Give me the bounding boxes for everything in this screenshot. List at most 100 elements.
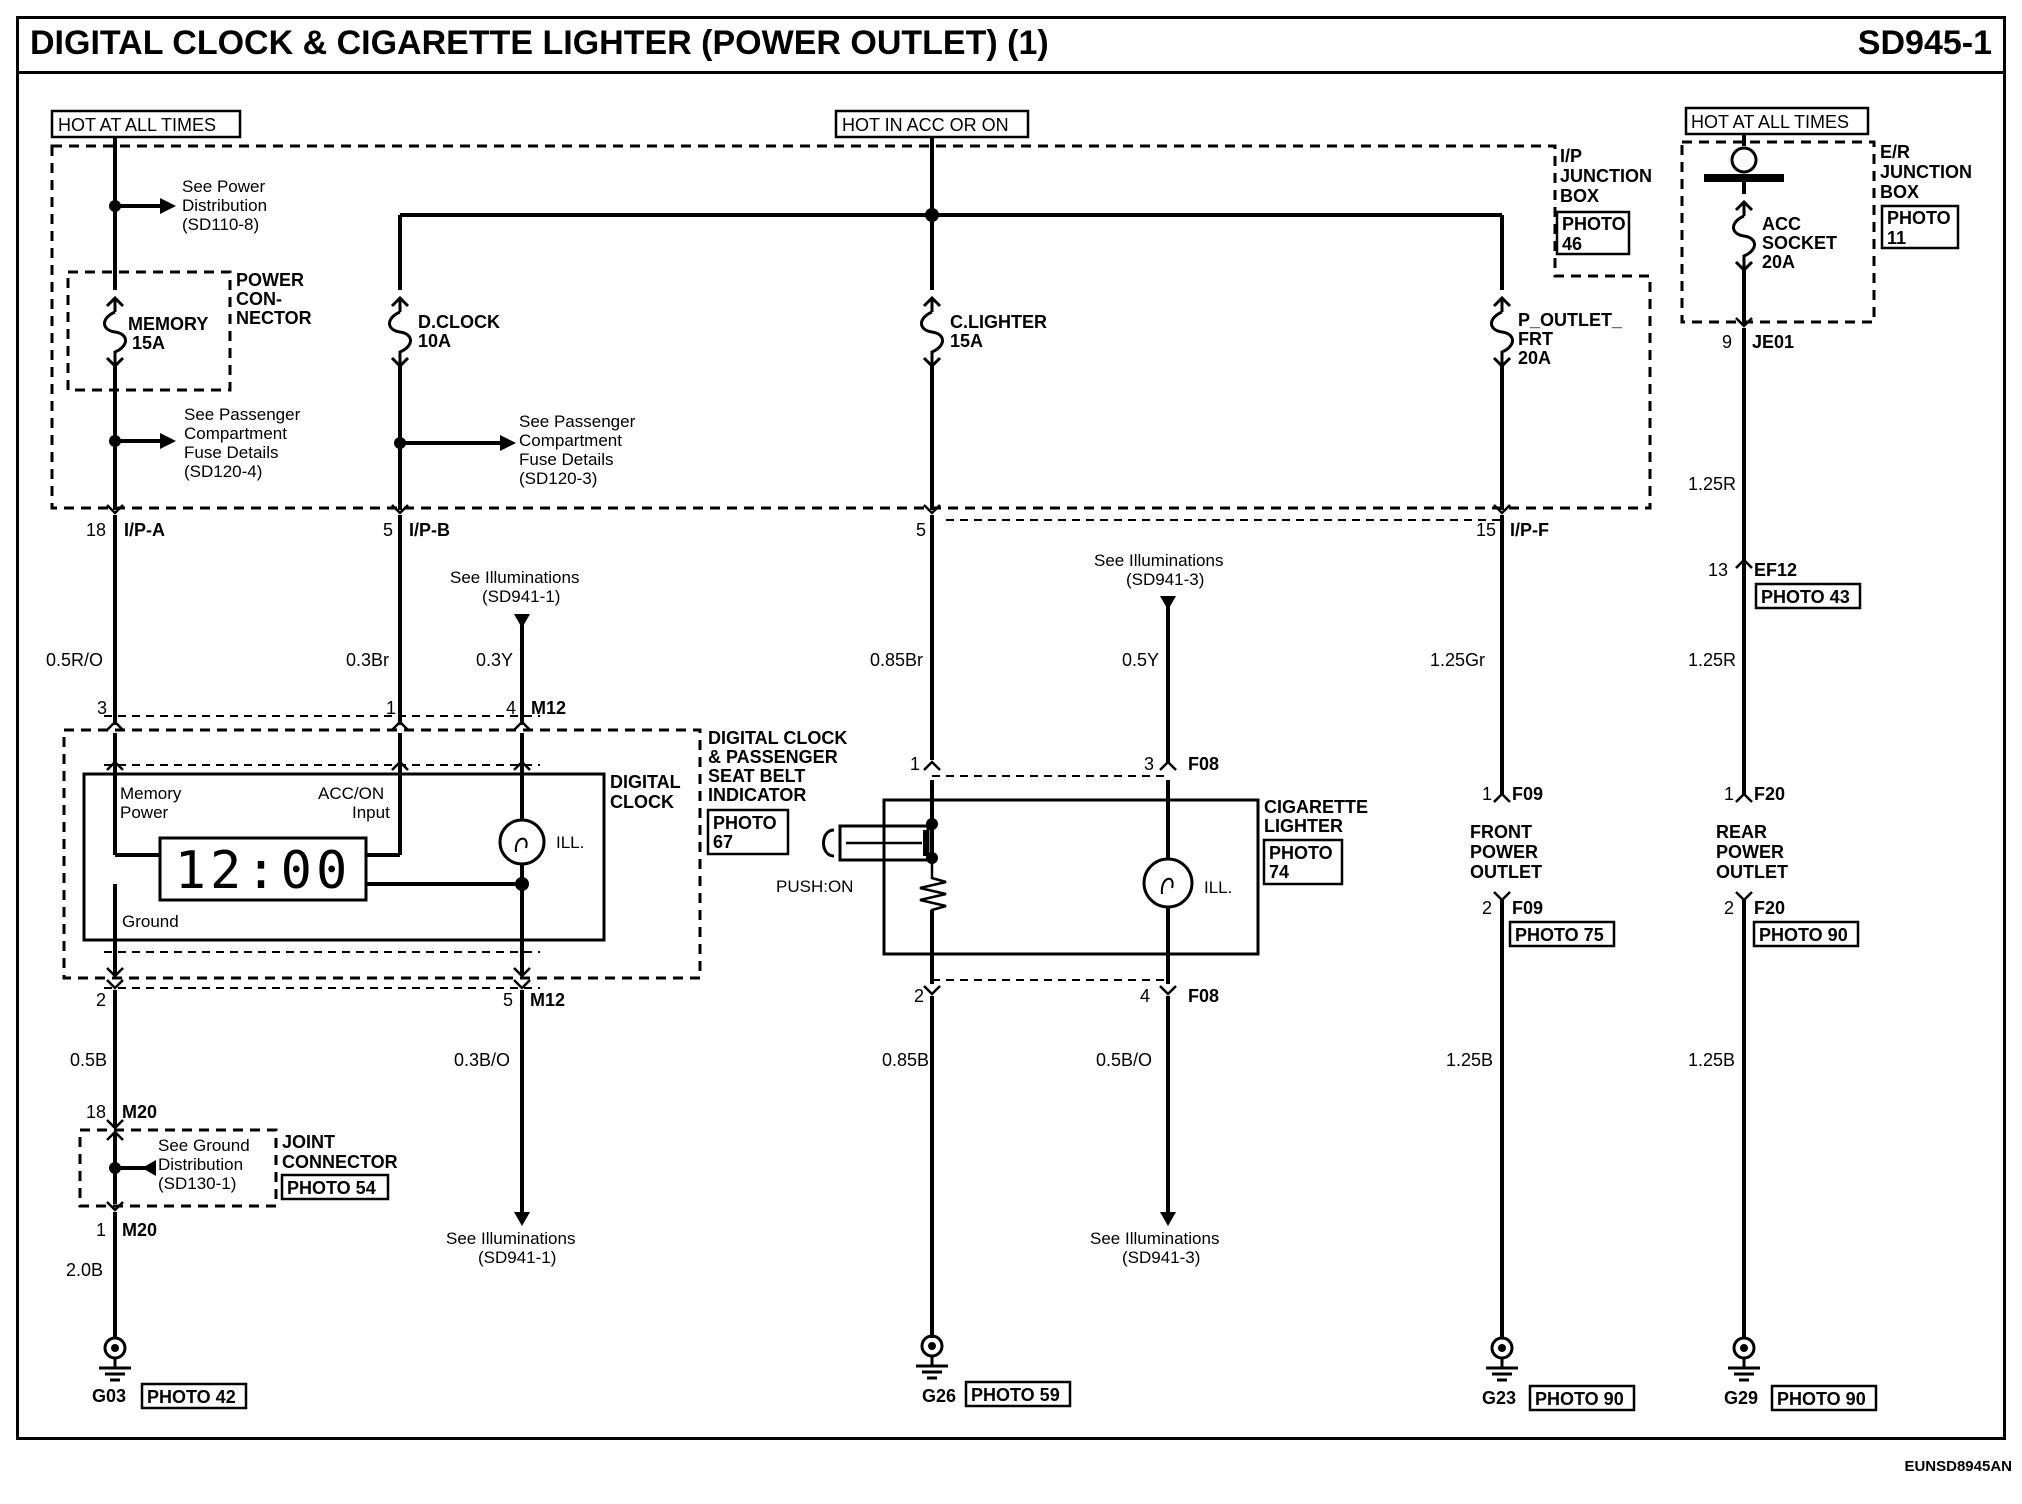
ground-icon [1726,1336,1762,1382]
connector-je01-label: JE01 [1752,332,1794,352]
svg-text:G03: G03 [92,1386,126,1406]
svg-text:G26: G26 [922,1386,956,1406]
svg-text:(SD120-3): (SD120-3) [519,469,597,488]
svg-text:See Ground: See Ground [158,1136,250,1155]
svg-text:POWER: POWER [236,270,304,290]
diagram-frame [16,16,2006,1440]
ref-illumination-3-bottom: See Illuminations (SD941-3) [1090,1229,1219,1267]
joint-connector-label: JOINT CONNECTOR PHOTO 54 [280,1132,398,1201]
svg-text:(SD941-3): (SD941-3) [1126,570,1204,589]
connector-f20-label: F20 [1754,784,1785,804]
svg-text:See Illuminations: See Illuminations [1090,1229,1219,1248]
svg-text:DIGITAL CLOCK: DIGITAL CLOCK [708,728,847,748]
ground-icon [97,1336,133,1382]
svg-text:LIGHTER: LIGHTER [1264,816,1343,836]
svg-text:Fuse Details: Fuse Details [519,450,613,469]
photo-75-box [1508,920,1616,948]
pin-label: 18 [86,1102,106,1122]
svg-text:CON-: CON- [236,289,282,309]
wire-label: 0.5Y [1122,650,1159,670]
page-code: SD945-1 [1857,24,1992,62]
pin-label: 4 [1140,986,1150,1006]
push-on-label: PUSH:ON [776,877,853,896]
photo-label: PHOTO 75 [1515,925,1604,945]
svg-text:NECTOR: NECTOR [236,308,312,328]
pin-label: 1 [386,698,396,718]
svg-text:Distribution: Distribution [182,196,267,215]
svg-text:(SD120-4): (SD120-4) [184,462,262,481]
svg-text:G29: G29 [1724,1388,1758,1408]
svg-text:(SD110-8): (SD110-8) [182,215,259,234]
svg-text:HOT IN ACC OR ON: HOT IN ACC OR ON [842,115,1009,135]
svg-text:REAR: REAR [1716,822,1767,842]
connector-ipa-label: I/P-A [124,520,165,540]
fuse-icon [103,296,127,368]
ip-junction-box-outline [50,144,1652,510]
battery-terminal-icon [1730,146,1758,174]
lighter-push-plunger-icon [822,824,930,862]
svg-text:JUNCTION: JUNCTION [1560,166,1652,186]
er-junction-box-outline [1680,140,1876,324]
svg-text:Distribution: Distribution [158,1155,243,1174]
pin-label: 2 [1482,898,1492,918]
connector-m20-label: M20 [122,1220,157,1240]
svg-text:HOT AT ALL TIMES: HOT AT ALL TIMES [1691,112,1849,132]
arrow-icon [142,1160,156,1176]
ground-g23: G23 PHOTO 90 [1482,1384,1636,1412]
clock-display-time: 12:00 [175,841,352,901]
svg-text:PHOTO: PHOTO [1887,208,1951,228]
fuse-poutlet-label: P_OUTLET_ FRT 20A [1518,310,1623,368]
wire-label: 0.3Y [476,650,513,670]
pin-label: 18 [86,520,106,540]
svg-text:See Illuminations: See Illuminations [446,1229,575,1248]
connector-m12-label: M12 [530,990,565,1010]
memory-power-label: Memory [120,784,182,803]
wire-label: 2.0B [66,1260,103,1280]
wire-label: 0.85B [882,1050,929,1070]
fuse-icon [388,296,412,368]
cigarette-lighter-label: CIGARETTE LIGHTER PHOTO 74 [1262,797,1368,886]
svg-text:P_OUTLET_: P_OUTLET_ [1518,310,1623,330]
ground-g29: G29 PHOTO 90 [1724,1384,1878,1412]
svg-text:MEMORY: MEMORY [128,314,208,334]
svg-text:HOT AT ALL TIMES: HOT AT ALL TIMES [58,115,216,135]
pin-label: 3 [1144,754,1154,774]
pin-label: 3 [97,698,107,718]
svg-text:See Illuminations: See Illuminations [450,568,579,587]
wire-label: 1.25R [1688,474,1736,494]
svg-text:See Passenger: See Passenger [184,405,301,424]
svg-text:Compartment: Compartment [519,431,622,450]
heater-coil-icon [919,858,947,984]
pin-label: 1 [1482,784,1492,804]
ill-label: ILL. [1204,878,1232,897]
ground-icon [1484,1336,1520,1382]
digital-clock-title: DIGITAL [610,772,681,792]
connector-f09-label: F09 [1512,898,1543,918]
connector-ef12-label: EF12 [1754,560,1797,580]
svg-text:FRONT: FRONT [1470,822,1532,842]
svg-text:OUTLET: OUTLET [1716,862,1788,882]
svg-text:10A: 10A [418,331,451,351]
ref-passenger-fuse-4: See Passenger Compartment Fuse Details (… [184,405,301,481]
photo-label: PHOTO 90 [1759,925,1848,945]
svg-text:PHOTO 90: PHOTO 90 [1777,1389,1866,1409]
illumination-bulb-icon [1142,857,1194,909]
ground-g03: G03 PHOTO 42 [92,1382,248,1410]
svg-text:15A: 15A [950,331,983,351]
svg-text:CONNECTOR: CONNECTOR [282,1152,398,1172]
pin-label: 2 [1724,898,1734,918]
svg-text:See Passenger: See Passenger [519,412,636,431]
arrow-icon [160,433,176,449]
connector-f09-label: F09 [1512,784,1543,804]
svg-text:PHOTO 42: PHOTO 42 [147,1387,236,1407]
footer-code: EUNSD8945AN [1904,1458,2012,1475]
svg-text:FRT: FRT [1518,329,1553,349]
power-connector-outline [66,270,232,392]
er-junction-box-label: E/R JUNCTION BOX PHOTO 11 [1880,142,1972,250]
ref-passenger-fuse-3: See Passenger Compartment Fuse Details (… [519,412,636,488]
ground-g26: G26 PHOTO 59 [922,1380,1072,1408]
pin-label: 2 [96,990,106,1010]
fuse-icon [1490,296,1514,368]
svg-text:POWER: POWER [1470,842,1538,862]
